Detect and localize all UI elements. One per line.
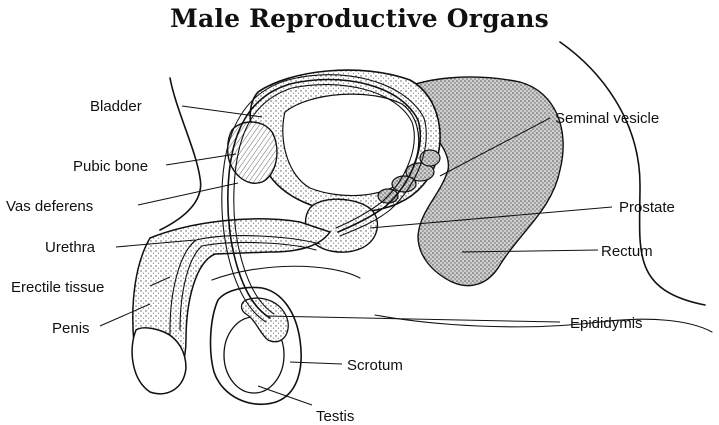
label-bladder: Bladder	[90, 98, 142, 115]
label-seminal-vesicle: Seminal vesicle	[555, 110, 659, 127]
label-rectum: Rectum	[601, 243, 653, 260]
label-prostate: Prostate	[619, 199, 675, 216]
buttock-outline	[560, 42, 705, 305]
label-penis: Penis	[52, 320, 90, 337]
leader-vas-deferens	[138, 183, 238, 205]
leader-testis	[258, 386, 312, 405]
label-pubic-bone: Pubic bone	[73, 158, 148, 175]
label-urethra: Urethra	[45, 239, 96, 256]
label-vas-deferens: Vas deferens	[6, 198, 93, 215]
thigh-outline	[212, 266, 360, 280]
abdomen-outline	[160, 78, 201, 230]
label-epididymis: Epididymis	[570, 315, 643, 332]
label-scrotum: Scrotum	[347, 357, 403, 374]
leader-scrotum	[290, 362, 342, 364]
perineum-outline	[375, 315, 712, 332]
label-testis: Testis	[316, 408, 354, 425]
label-erectile-tissue: Erectile tissue	[11, 279, 104, 296]
